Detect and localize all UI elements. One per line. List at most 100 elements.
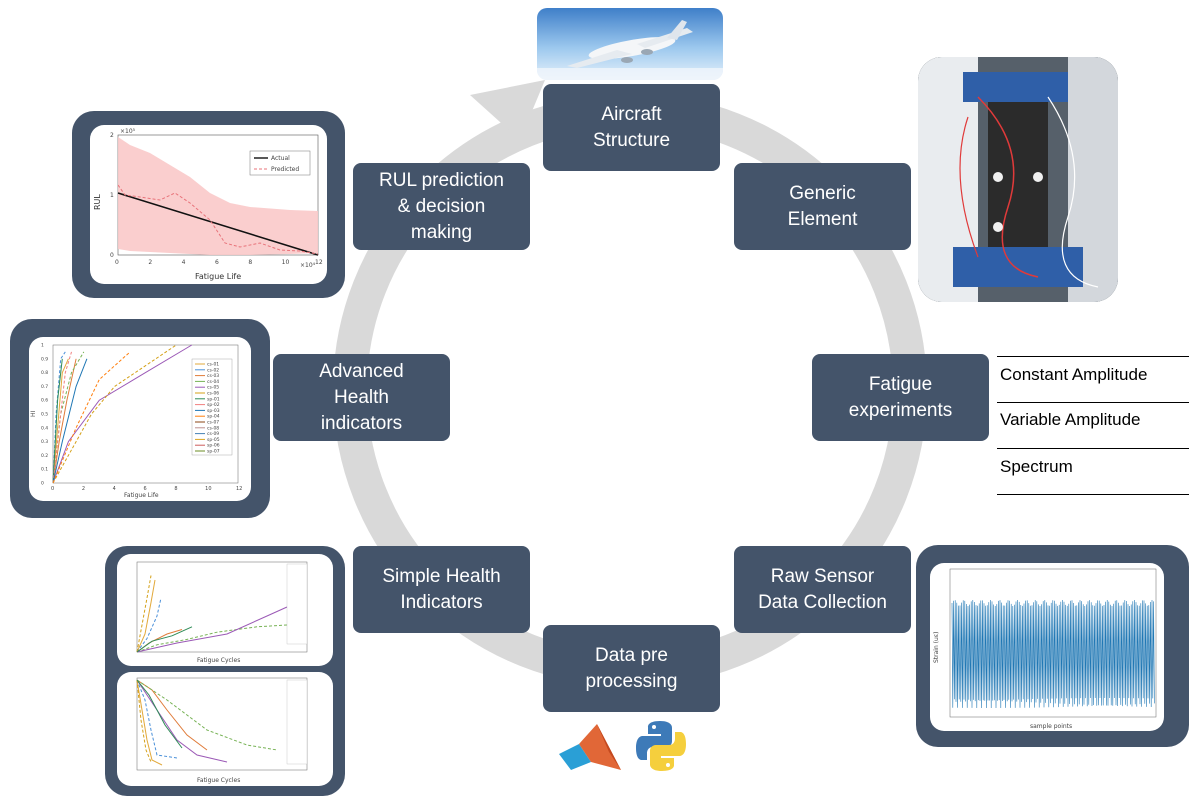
hi-curve: [136, 626, 193, 653]
exponent-x-label: ×10⁴: [300, 262, 316, 269]
x-tick-label: 8: [248, 259, 252, 266]
hi-curves: [136, 575, 288, 653]
legend-label: sp-07: [207, 449, 220, 455]
divider: [997, 402, 1189, 403]
hi-curve: [52, 344, 193, 484]
x-tick-label: 2: [82, 486, 85, 492]
hi-curve: [136, 679, 228, 763]
x-tick-label: 10: [282, 259, 290, 266]
node-aircraft-structure: Aircraft Structure: [543, 84, 720, 171]
x-axis-label: Fatigue Life: [195, 272, 241, 281]
y-tick-label: 0.4: [41, 425, 48, 431]
hi-curve: [52, 358, 69, 484]
raw-sensor-chart: sample points Strain (uε): [933, 568, 1157, 730]
experiment-variable: Variable Amplitude: [1000, 410, 1141, 429]
specimen-photo: [918, 57, 1118, 302]
node-raw-sensor: Raw Sensor Data Collection: [734, 546, 911, 633]
hi-curve: [52, 351, 85, 484]
signal-trace: [951, 599, 1155, 709]
x-tick-label: 6: [215, 259, 219, 266]
y-ticks: 00.10.20.30.40.50.60.70.80.91: [41, 343, 48, 487]
x-tick-label: 10: [205, 486, 211, 492]
y-tick-label: 0.6: [41, 398, 48, 404]
matlab-icon: [559, 724, 621, 770]
hi-curve: [52, 344, 177, 484]
airplane-icon: [537, 20, 723, 80]
x-tick-label: 8: [174, 486, 177, 492]
y-tick-label: 0.8: [41, 370, 48, 376]
predicted-line: [117, 184, 319, 255]
legend-label: sp-04: [207, 414, 220, 420]
hi-curve: [52, 358, 77, 484]
legend-label: sp-01: [207, 396, 220, 402]
y-tick-label: 0.2: [41, 453, 48, 459]
legend-label: cs-07: [207, 420, 219, 426]
simple-hi-chart-top: Fatigue Cycles: [136, 561, 308, 664]
y-axis-label: Strain (uε): [933, 632, 940, 663]
python-icon: [636, 721, 686, 771]
hi-curve: [136, 575, 152, 653]
legend-actual: Actual: [271, 155, 290, 162]
y-tick-label: 0.7: [41, 384, 48, 390]
legend-label: cs-09: [207, 431, 219, 437]
aircraft-image: [537, 8, 723, 80]
node-data-preprocessing: Data pre processing: [543, 625, 720, 712]
x-axis-label: Fatigue Cycles: [197, 777, 240, 784]
x-axis-label: Fatigue Life: [124, 492, 159, 499]
y-axis-label: HI: [30, 410, 37, 417]
simple-hi-chart-bottom: Fatigue Cycles: [136, 677, 308, 784]
x-tick-label: 12: [315, 259, 323, 266]
hi-curve: [136, 597, 162, 653]
node-fatigue-experiments: Fatigue experiments: [812, 354, 989, 441]
hi-legend: cs-01cs-02cs-03cs-04cs-05cs-06sp-01sp-02…: [195, 362, 220, 455]
x-tick-label: 4: [113, 486, 116, 492]
x-ticks: 0 2 4 6 8 10 12: [51, 486, 242, 492]
hi-curve: [52, 358, 88, 484]
hi-curve: [136, 679, 278, 751]
node-generic-element: Generic Element: [734, 163, 911, 250]
y-tick-label: 1: [41, 343, 44, 349]
divider: [997, 448, 1189, 449]
hi-curve: [136, 606, 288, 653]
legend-label: cs-03: [207, 373, 219, 379]
legend-label: sp-05: [207, 437, 220, 443]
experiment-spectrum: Spectrum: [1000, 457, 1073, 476]
raw-sensor-panel: sample points Strain (uε): [916, 545, 1189, 747]
legend-label: cs-02: [207, 367, 219, 373]
legend-label: cs-06: [207, 391, 219, 397]
legend-label: cs-05: [207, 385, 219, 391]
advanced-hi-chart: cs-01cs-02cs-03cs-04cs-05cs-06sp-01sp-02…: [30, 343, 242, 500]
y-tick-label: 0.1: [41, 467, 48, 473]
y-tick-label: 0: [110, 252, 114, 259]
y-tick-label: 2: [110, 132, 114, 139]
y-axis-label: RUL: [93, 194, 102, 210]
y-tick-label: 1: [110, 192, 114, 199]
legend-label: sp-03: [207, 408, 220, 414]
x-tick-label: 0: [51, 486, 54, 492]
y-tick-label: 0.9: [41, 356, 48, 362]
rul-chart-panel: Actual Predicted ×10⁵ ×10⁴ RUL Fatigue L…: [72, 111, 345, 298]
simple-hi-panel: Fatigue Cycles Fatigue Cycles: [105, 546, 345, 796]
y-ticks: 0 1 2: [110, 132, 114, 259]
hi-curve: [136, 679, 178, 759]
x-axis-label: Fatigue Cycles: [197, 657, 240, 664]
hi-curve: [52, 351, 66, 484]
x-tick-label: 4: [182, 259, 186, 266]
hi-curve: [52, 351, 72, 484]
x-tick-label: 12: [236, 486, 242, 492]
hi-curve: [136, 679, 183, 749]
hi-curve: [136, 624, 288, 653]
x-tick-label: 6: [144, 486, 147, 492]
y-tick-label: 0.3: [41, 439, 48, 445]
hi-curves: [136, 679, 278, 766]
actual-line: [117, 192, 319, 256]
x-axis-label: sample points: [1030, 723, 1072, 730]
legend-label: cs-01: [207, 362, 219, 368]
hi-curve: [136, 579, 156, 653]
divider: [997, 494, 1189, 495]
node-rul-prediction: RUL prediction & decision making: [353, 163, 530, 250]
legend-label: cs-04: [207, 379, 219, 385]
node-simple-hi: Simple Health Indicators: [353, 546, 530, 633]
experiment-constant: Constant Amplitude: [1000, 365, 1148, 384]
